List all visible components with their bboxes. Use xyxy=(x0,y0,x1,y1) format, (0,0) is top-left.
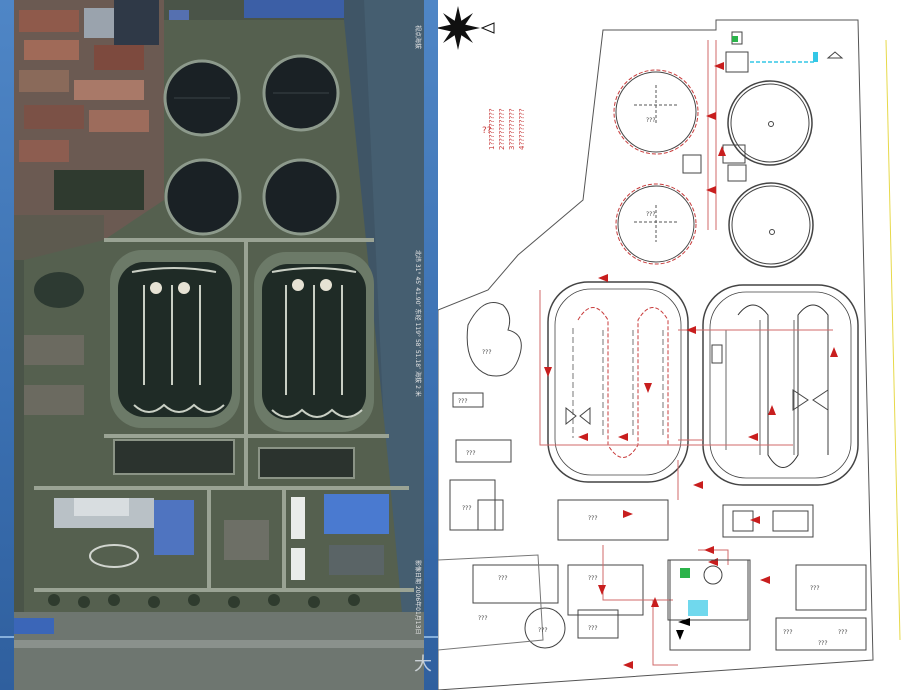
building-label: ??? xyxy=(478,615,488,622)
legend: 1?????????? 2?????????? 3?????????? 4???… xyxy=(488,108,526,150)
satellite-coordinates-caption: 北纬 31° 45′ 41.90″ 东经 119° 58′ 51.18″ 海拔 … xyxy=(414,250,422,397)
building-label: ??? xyxy=(588,515,598,522)
building-label: ??? xyxy=(838,629,848,636)
building-label: ??? xyxy=(482,349,492,356)
oxidation-ditch-1-plan xyxy=(547,281,689,483)
sludge-treatment-plan xyxy=(669,559,751,651)
legend-line: 1?????????? xyxy=(488,108,496,150)
roads xyxy=(34,238,414,592)
satellite-photo-drawing: 北纬 31° 45′ 41.90″ 东经 119° 58′ 51.18″ 海拔 … xyxy=(14,0,424,690)
building-label: ??? xyxy=(810,585,820,592)
clarifier-tanks-plan xyxy=(613,69,814,268)
site-plan-drawing: ?? 1?????????? 2?????????? 3?????????? 4… xyxy=(438,6,901,690)
building-labels: ??? ??? ??? ??? ??? ??? ??? ??? ??? ??? … xyxy=(458,117,848,647)
building-label: ??? xyxy=(498,575,508,582)
oxidation-ditch-2-plan xyxy=(702,284,859,486)
building-label: ??? xyxy=(458,398,468,405)
building-label: ??? xyxy=(538,627,548,634)
legend-line: 2?????????? xyxy=(498,108,506,150)
building-label: ??? xyxy=(466,450,476,457)
site-plan: ?? 1?????????? 2?????????? 3?????????? 4… xyxy=(438,0,920,690)
north-arrow-icon xyxy=(438,6,495,50)
satellite-date-caption: 影像日期 2006年01月13日 xyxy=(414,560,422,634)
legend-line: 4?????????? xyxy=(518,108,526,150)
legend-line: 3?????????? xyxy=(508,108,516,150)
satellite-top-caption: 视点海拔 xyxy=(414,25,422,49)
building-label: ??? xyxy=(646,117,656,124)
building-label: ??? xyxy=(818,640,828,647)
legend-title: ?? xyxy=(482,126,492,136)
building-label: ??? xyxy=(783,629,793,636)
building-label: ??? xyxy=(646,211,656,218)
satellite-photo: 北纬 31° 45′ 41.90″ 东经 119° 58′ 51.18″ 海拔 … xyxy=(14,0,424,690)
slide-footer-glyph: 大 xyxy=(414,654,432,675)
clarifier-tanks xyxy=(163,54,340,236)
building-label: ??? xyxy=(588,625,598,632)
buildings-plan xyxy=(438,392,867,651)
flow-pipes xyxy=(539,290,833,666)
building-label: ??? xyxy=(462,505,472,512)
flow-arrow-icons xyxy=(544,62,838,669)
building-label: ??? xyxy=(588,575,598,582)
oxidation-ditches xyxy=(110,250,374,432)
